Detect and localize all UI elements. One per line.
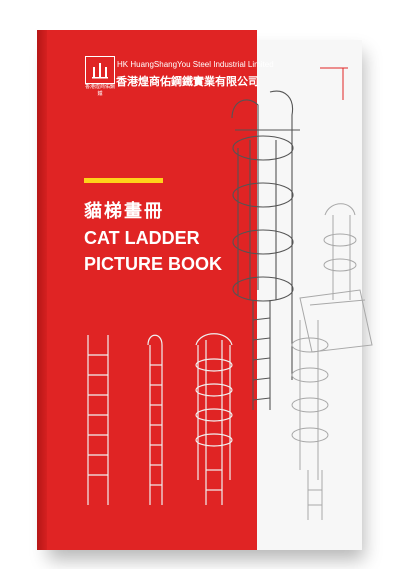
company-name-en: HK HuangShangYou Steel Industrial Limite… [117, 60, 274, 69]
cover-white-panel [257, 40, 362, 550]
title-english-line1: CAT LADDER [84, 228, 200, 248]
company-name-zh: 香港煌商佑鋼鐵實業有限公司 [116, 76, 259, 88]
title-accent-bar [84, 178, 163, 183]
platform-ladder-illustration [291, 203, 373, 520]
book-spine [37, 30, 47, 550]
hooked-ladder-illustration [147, 334, 163, 505]
caged-ladder-small-illustration [195, 333, 233, 505]
title-english-line2: PICTURE BOOK [84, 254, 223, 274]
cover-red-panel [37, 30, 257, 550]
corner-mark-icon [320, 67, 348, 100]
straight-ladder-illustration [87, 335, 109, 505]
caged-ladder-large-illustration [231, 90, 300, 410]
company-logo-icon [85, 56, 115, 84]
logo-caption: 香港煌商佑鋼鐵 [84, 84, 115, 97]
title-chinese: 貓梯畫冊 [84, 201, 164, 221]
